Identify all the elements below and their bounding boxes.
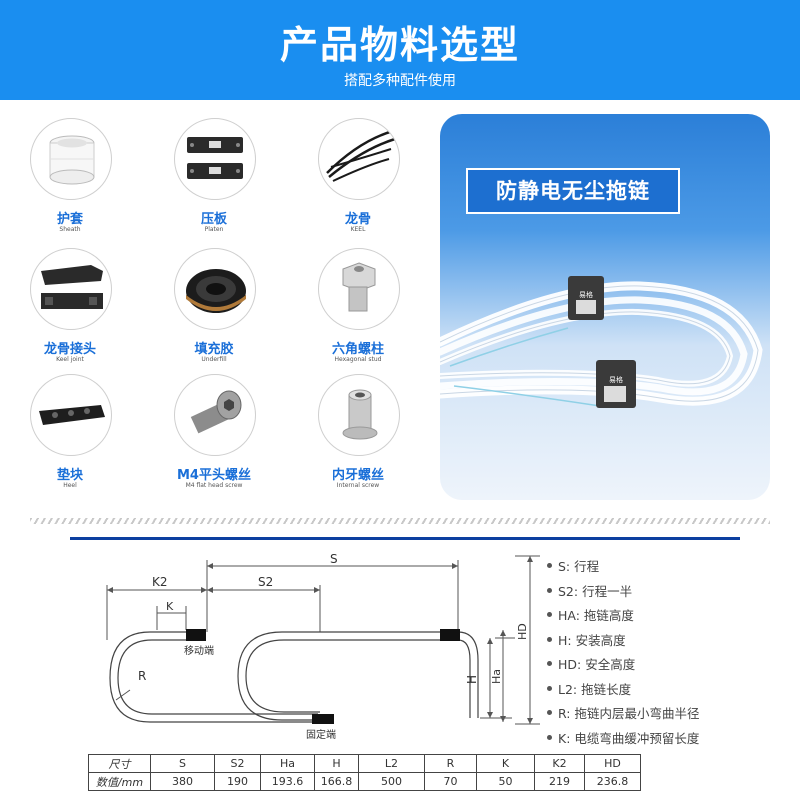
sheath-icon	[30, 118, 112, 200]
spec-value: 380	[150, 772, 215, 791]
moving-end-label: 移动端	[184, 644, 214, 657]
part-keel: 龙骨 KEEL	[288, 118, 428, 233]
part-name: 内牙螺丝	[331, 468, 384, 483]
cable-chain-illustration: 易格 易格	[440, 276, 763, 408]
heel-icon	[30, 374, 112, 456]
keel-joint-icon	[30, 248, 112, 330]
part-hex-stud: 六角螺柱 Hexagonal stud	[288, 248, 428, 363]
internal-screw-icon	[318, 374, 400, 456]
spec-value-row: 数值/mm 380 190 193.6 166.8 500 70 50 219 …	[88, 772, 641, 791]
spec-value: 193.6	[260, 772, 315, 791]
legend-item: R: 拖链内层最小弯曲半径	[547, 703, 700, 728]
spec-col: S	[150, 754, 215, 773]
part-name: 龙骨	[344, 212, 371, 227]
hex-stud-icon	[318, 248, 400, 330]
spec-value: 166.8	[314, 772, 359, 791]
part-name-en: Sheath	[59, 226, 81, 233]
spec-value: 219	[534, 772, 585, 791]
part-name-en: Platen	[204, 226, 224, 233]
part-name: 填充胶	[194, 342, 234, 357]
header-banner: 产品物料选型 搭配多种配件使用	[0, 0, 800, 100]
spec-value: 500	[358, 772, 425, 791]
bullet-icon	[547, 685, 552, 691]
dim-label-hd: HD	[516, 623, 529, 640]
bullet-icon	[547, 636, 552, 642]
bullet-icon	[547, 710, 552, 715]
spec-col: S2	[214, 754, 261, 773]
spec-value: 190	[214, 772, 261, 791]
legend-item: S: 行程	[547, 556, 700, 581]
spec-col: H	[314, 754, 359, 773]
spec-col: HD	[584, 754, 641, 773]
cable-chain-diagram: K2 S S2 K R H Ha HD 移动端 固定端	[106, 552, 540, 741]
keel-icon	[318, 118, 400, 200]
legend-item: HD: 安全高度	[547, 654, 700, 679]
part-name-en: KEEL	[350, 226, 366, 233]
legend-item: S2: 行程一半	[547, 581, 700, 606]
part-name-en: M4 flat head screw	[185, 482, 243, 489]
product-card: 易格 易格 防静电无尘拖链	[440, 114, 770, 500]
part-underfill: 填充胶 Underfill	[144, 248, 284, 363]
platen-icon	[174, 118, 256, 200]
dim-label-h: H	[465, 675, 479, 684]
page-title: 产品物料选型	[279, 23, 520, 67]
bracket-label: 易格	[579, 290, 593, 299]
fixed-end-label: 固定端	[306, 728, 336, 741]
part-name-en: Underfill	[201, 356, 227, 363]
bullet-icon	[547, 587, 552, 593]
spec-value: 70	[424, 772, 477, 791]
dimension-legend: S: 行程 S2: 行程一半 HA: 拖链高度 H: 安装高度 HD: 安全高度…	[547, 556, 700, 752]
legend-item: K: 电缆弯曲缓冲预留长度	[547, 728, 700, 753]
part-name-en: Heel	[63, 482, 77, 489]
part-name-en: Keel joint	[56, 356, 84, 363]
bullet-icon	[547, 734, 552, 740]
spec-header-label: 尺寸	[88, 754, 151, 773]
flat-head-screw-icon	[174, 374, 256, 456]
underfill-icon	[174, 248, 256, 330]
spec-col: Ha	[260, 754, 315, 773]
dim-label-r: R	[138, 669, 146, 683]
part-name: 护套	[56, 212, 83, 227]
dim-label-s: S	[330, 552, 338, 566]
spec-col: R	[424, 754, 477, 773]
page-subtitle: 搭配多种配件使用	[344, 73, 456, 89]
legend-item: HA: 拖链高度	[547, 605, 700, 630]
bullet-icon	[547, 661, 552, 666]
spec-col: K	[476, 754, 535, 773]
bracket-label: 易格	[609, 375, 623, 384]
part-name: 压板	[200, 212, 227, 227]
part-name: 垫块	[56, 468, 83, 483]
accent-line	[70, 537, 740, 540]
legend-item: H: 安装高度	[547, 630, 700, 655]
spec-header-row: 尺寸 S S2 Ha H L2 R K K2 HD	[88, 754, 641, 773]
product-name: 防静电无尘拖链	[496, 179, 650, 203]
spec-col: K2	[534, 754, 585, 773]
dim-label-k: K	[166, 600, 174, 613]
dim-label-s2: S2	[258, 575, 273, 589]
bullet-icon	[547, 563, 552, 568]
part-flat-head-screw: M4平头螺丝 M4 flat head screw	[144, 374, 284, 489]
spec-table: 尺寸 S S2 Ha H L2 R K K2 HD 数值/mm 380 190 …	[88, 754, 641, 791]
part-name-en: Internal screw	[336, 482, 380, 489]
bullet-icon	[547, 612, 552, 617]
part-heel: 垫块 Heel	[0, 374, 140, 489]
spec-value: 236.8	[584, 772, 641, 791]
part-sheath: 护套 Sheath	[0, 118, 140, 233]
part-internal-screw: 内牙螺丝 Internal screw	[288, 374, 428, 489]
legend-item: L2: 拖链长度	[547, 679, 700, 704]
dim-label-k2: K2	[152, 575, 168, 589]
part-name: 龙骨接头	[43, 342, 96, 357]
part-platen: 压板 Platen	[144, 118, 284, 233]
product-label: 防静电无尘拖链	[466, 168, 680, 214]
section-divider	[30, 518, 770, 524]
part-name: 六角螺柱	[331, 342, 384, 357]
dim-label-ha: Ha	[490, 669, 503, 684]
spec-value: 50	[476, 772, 535, 791]
spec-col: L2	[358, 754, 425, 773]
part-keel-joint: 龙骨接头 Keel joint	[0, 248, 140, 363]
part-name-en: Hexagonal stud	[334, 356, 382, 363]
spec-value-label: 数值/mm	[88, 772, 151, 791]
part-name: M4平头螺丝	[177, 468, 251, 483]
